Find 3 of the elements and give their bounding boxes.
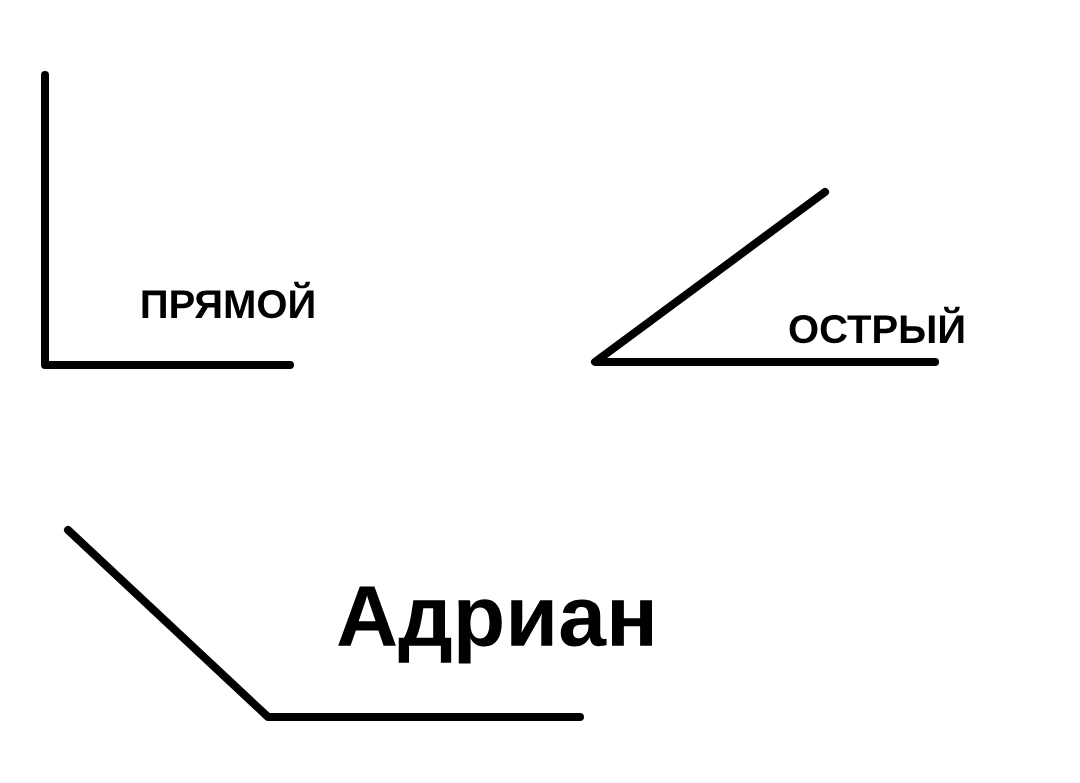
angle-label: ОСТРЫЙ (789, 306, 964, 344)
caption-text: Адриан (338, 586, 652, 664)
angle-label: ПРЯМОЙ (142, 281, 314, 319)
